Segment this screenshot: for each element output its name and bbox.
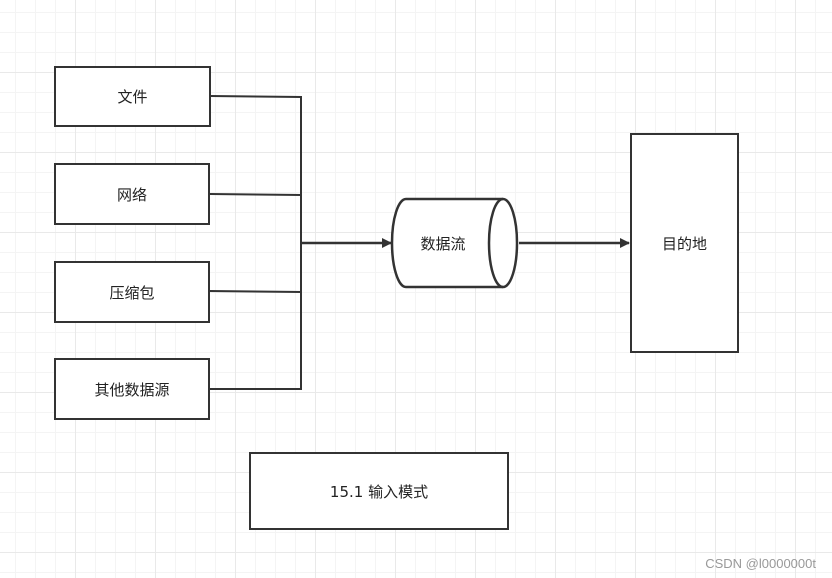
source-label-file: 文件: [117, 88, 148, 106]
caption-box: 15.1 输入模式: [249, 452, 509, 530]
stream-label-wrap: 数据流: [395, 199, 491, 287]
destination-label: 目的地: [661, 234, 707, 253]
source-label-archive: 压缩包: [109, 283, 155, 302]
source-box-network: 网络: [54, 163, 210, 225]
source-box-archive: 压缩包: [54, 261, 210, 323]
source-box-file: 文件: [54, 66, 211, 127]
source-label-network: 网络: [116, 185, 147, 204]
watermark: CSDN @l0000000t: [705, 556, 816, 571]
stream-label: 数据流: [420, 234, 466, 253]
source-label-other: 其他数据源: [94, 380, 170, 399]
connector-source-3: [208, 290, 303, 293]
data-stream-cylinder: [390, 197, 519, 289]
source-box-other: 其他数据源: [54, 358, 210, 420]
connector-source-2: [209, 193, 303, 196]
connector-source-1: [209, 95, 303, 98]
caption-label: 15.1 输入模式: [329, 482, 429, 501]
destination-box: 目的地: [630, 133, 739, 353]
